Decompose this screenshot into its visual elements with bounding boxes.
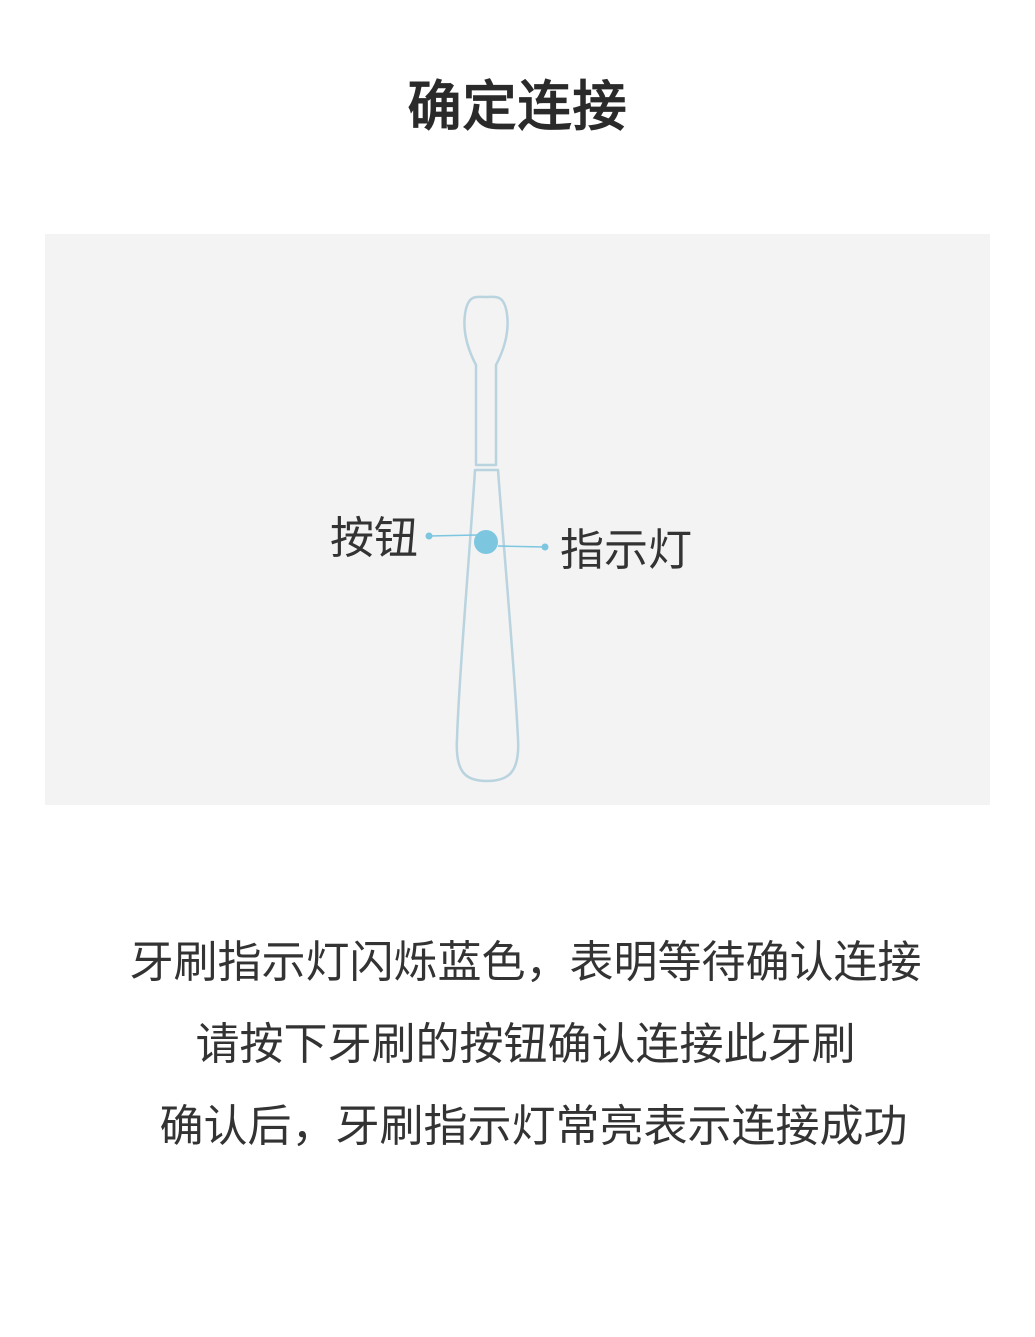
indicator-light-dot [474, 530, 498, 554]
button-label: 按钮 [330, 513, 418, 564]
toothbrush-icon [425, 295, 549, 783]
button-callout-line [428, 534, 478, 537]
page-title: 确定连接 [407, 75, 628, 138]
indicator-callout-line [497, 545, 546, 548]
instruction-line-3: 确认后，牙刷指示灯常亮表示连接成功 [159, 1101, 908, 1152]
indicator-light-label: 指示灯 [560, 525, 692, 576]
button-callout-dot [425, 532, 433, 540]
instruction-line-1: 牙刷指示灯闪烁蓝色，表明等待确认连接 [129, 937, 922, 988]
indicator-callout-dot [541, 543, 549, 551]
toothbrush-handle [455, 468, 520, 783]
instructions-text: 牙刷指示灯闪烁蓝色，表明等待确认连接 请按下牙刷的按钮确认连接此牙刷 确认后，牙… [0, 922, 1035, 1168]
instruction-line-2: 请按下牙刷的按钮确认连接此牙刷 [195, 1019, 856, 1070]
toothbrush-illustration: 按钮 指示灯 [45, 234, 990, 805]
toothbrush-head [463, 295, 509, 467]
